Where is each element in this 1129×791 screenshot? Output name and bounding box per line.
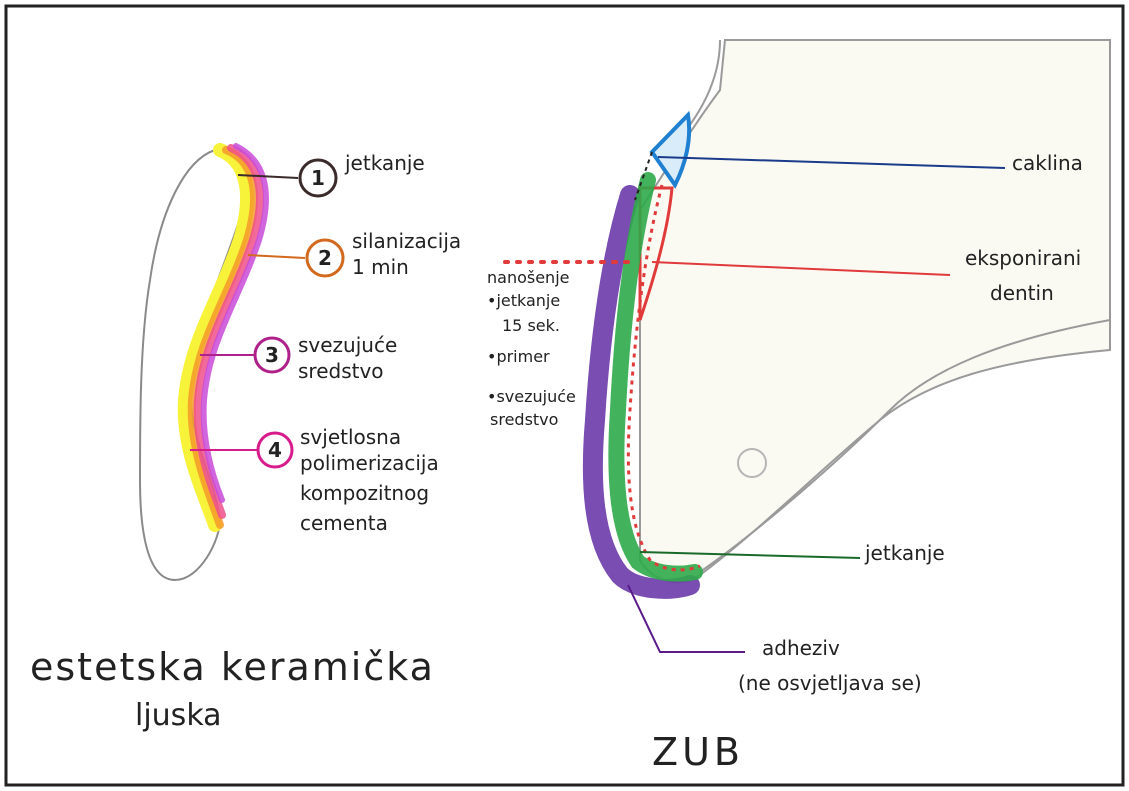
veneer-title-line1: estetska keramička bbox=[30, 645, 435, 689]
tooth-title: ZUB bbox=[652, 730, 744, 774]
step-4-text-line3: kompozitnog bbox=[300, 481, 429, 505]
procedure-item-1: •jetkanje bbox=[487, 291, 560, 310]
caklina-label: caklina bbox=[1012, 151, 1083, 175]
procedure-heading: nanošenje bbox=[487, 268, 569, 287]
veneer-title-line2: ljuska bbox=[135, 698, 222, 733]
adheziv-label-line2: (ne osvjetljava se) bbox=[738, 671, 922, 695]
dentin-label-line1: eksponirani bbox=[965, 246, 1081, 270]
step-2-leader bbox=[248, 255, 305, 258]
step-4-text-line2: polimerizacija bbox=[300, 451, 439, 475]
step-1-text: jetkanje bbox=[344, 151, 425, 175]
step-4-text-line4: cementa bbox=[300, 511, 388, 535]
step-3-number: 3 bbox=[265, 343, 279, 367]
step-3-text-line2: sredstvo bbox=[298, 359, 384, 383]
step-4-number: 4 bbox=[268, 438, 282, 462]
veneer-drawing bbox=[140, 146, 266, 580]
procedure-item-2: 15 sek. bbox=[502, 316, 560, 335]
step-2-text-line2: 1 min bbox=[352, 255, 409, 279]
jetkanje-label: jetkanje bbox=[864, 541, 945, 565]
step-2-number: 2 bbox=[318, 246, 332, 270]
tooth-body bbox=[640, 40, 1110, 582]
step-4-text-line1: svjetlosna bbox=[300, 425, 401, 449]
step-3-text-line1: svezujuće bbox=[298, 333, 397, 357]
step-1-number: 1 bbox=[311, 166, 325, 190]
procedure-item-3: •primer bbox=[487, 347, 550, 366]
procedure-item-4: •svezujuće bbox=[487, 387, 576, 406]
adheziv-label-line1: adheziv bbox=[762, 636, 840, 660]
procedure-item-5: sredstvo bbox=[490, 410, 558, 429]
tooth-drawing bbox=[593, 40, 1110, 589]
step-2-text-line1: silanizacija bbox=[352, 229, 461, 253]
dentin-label-line2: dentin bbox=[990, 281, 1054, 305]
